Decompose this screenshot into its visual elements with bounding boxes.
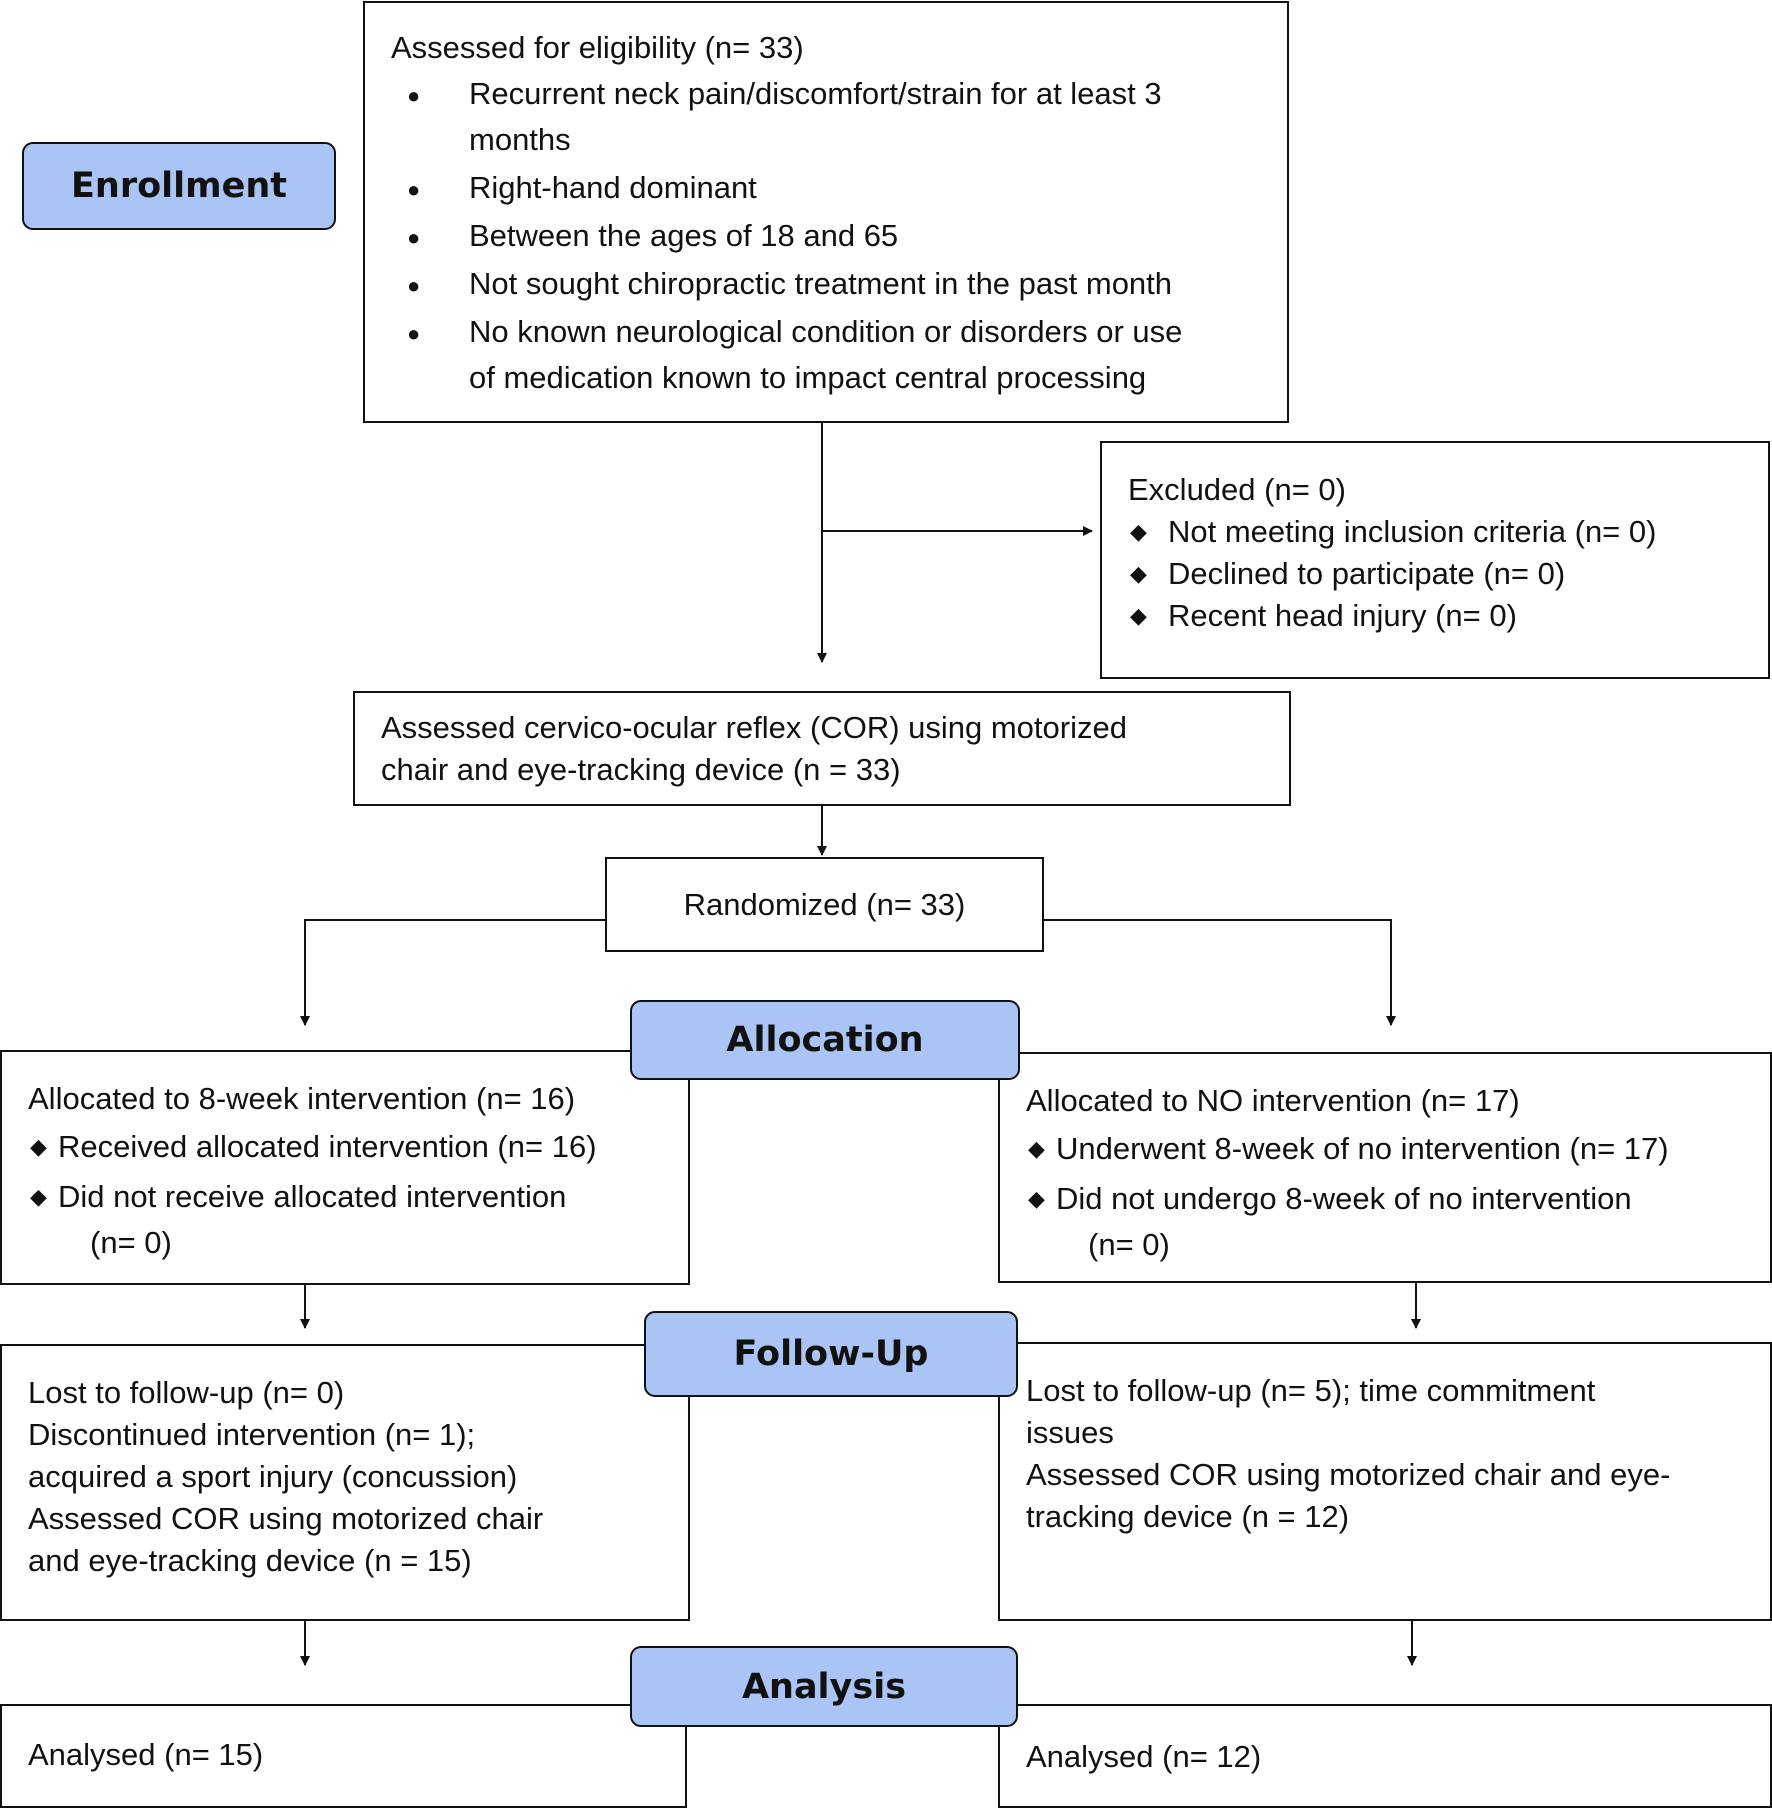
allocation-left-title: Allocated to 8-week intervention (n= 16) bbox=[28, 1081, 576, 1116]
bullet-dot: ● bbox=[407, 225, 421, 250]
followup-left-line: and eye-tracking device (n = 15) bbox=[28, 1543, 472, 1578]
randomized-box: Randomized (n= 33) bbox=[605, 857, 1044, 952]
analysis-left-box: Analysed (n= 15) bbox=[0, 1704, 687, 1808]
phase-label-followup: Follow-Up bbox=[644, 1311, 1018, 1397]
bullet-dot: ● bbox=[407, 273, 421, 298]
criterion-item: Recurrent neck pain/discomfort/strain fo… bbox=[469, 76, 1162, 111]
followup-right-line: tracking device (n = 12) bbox=[1026, 1499, 1350, 1534]
allocation-left-box: Allocated to 8-week intervention (n= 16)… bbox=[0, 1050, 690, 1285]
followup-right-line: Assessed COR using motorized chair and e… bbox=[1026, 1457, 1671, 1492]
followup-right-line: issues bbox=[1026, 1415, 1114, 1450]
analysis-left-label: Analysed (n= 15) bbox=[28, 1737, 264, 1772]
baseline-line: Assessed cervico-ocular reflex (COR) usi… bbox=[381, 710, 1127, 745]
allocation-right-box: Allocated to NO intervention (n= 17) ◆ U… bbox=[998, 1052, 1772, 1283]
criterion-item: No known neurological condition or disor… bbox=[469, 314, 1183, 349]
bullet-dot: ● bbox=[407, 321, 421, 346]
analysis-right-label: Analysed (n= 12) bbox=[1026, 1739, 1262, 1774]
allocation-right-item: Underwent 8-week of no intervention (n= … bbox=[1056, 1131, 1669, 1166]
followup-left-line: Assessed COR using motorized chair bbox=[28, 1501, 544, 1536]
eligibility-box: Assessed for eligibility (n= 33) ● Recur… bbox=[363, 1, 1289, 423]
diamond-bullet-icon: ◆ bbox=[1130, 519, 1147, 544]
baseline-line: chair and eye-tracking device (n = 33) bbox=[381, 752, 901, 787]
randomized-label: Randomized (n= 33) bbox=[683, 887, 966, 922]
diamond-bullet-icon: ◆ bbox=[1028, 1186, 1045, 1211]
followup-left-line: Lost to follow-up (n= 0) bbox=[28, 1375, 345, 1410]
eligibility-title: Assessed for eligibility (n= 33) bbox=[391, 30, 804, 65]
criterion-item: Between the ages of 18 and 65 bbox=[469, 218, 899, 253]
diamond-bullet-icon: ◆ bbox=[30, 1134, 47, 1159]
excluded-item: Not meeting inclusion criteria (n= 0) bbox=[1168, 514, 1657, 549]
followup-left-line: acquired a sport injury (concussion) bbox=[28, 1459, 518, 1494]
diamond-bullet-icon: ◆ bbox=[1028, 1136, 1045, 1161]
arrow-randomized-to-left bbox=[300, 919, 606, 1026]
excluded-title: Excluded (n= 0) bbox=[1128, 472, 1346, 507]
bullet-dot: ● bbox=[407, 177, 421, 202]
diamond-bullet-icon: ◆ bbox=[30, 1184, 47, 1209]
criterion-item: Right-hand dominant bbox=[469, 170, 757, 205]
phase-label-allocation: Allocation bbox=[630, 1000, 1020, 1080]
baseline-assessment-box: Assessed cervico-ocular reflex (COR) usi… bbox=[353, 691, 1291, 806]
criterion-item: months bbox=[469, 122, 571, 157]
followup-right-line: Lost to follow-up (n= 5); time commitmen… bbox=[1026, 1373, 1596, 1408]
allocation-right-title: Allocated to NO intervention (n= 17) bbox=[1026, 1083, 1520, 1118]
arrow-randomized-to-right bbox=[1043, 919, 1396, 1026]
followup-left-line: Discontinued intervention (n= 1); bbox=[28, 1417, 476, 1452]
allocation-right-item: Did not undergo 8-week of no interventio… bbox=[1056, 1181, 1632, 1216]
excluded-box: Excluded (n= 0) ◆ Not meeting inclusion … bbox=[1100, 441, 1770, 679]
analysis-right-box: Analysed (n= 12) bbox=[998, 1704, 1772, 1808]
followup-left-box: Lost to follow-up (n= 0) Discontinued in… bbox=[0, 1344, 690, 1621]
phase-label-analysis: Analysis bbox=[630, 1646, 1018, 1727]
allocation-right-item: (n= 0) bbox=[1088, 1227, 1170, 1262]
bullet-dot: ● bbox=[407, 83, 421, 108]
excluded-item: Declined to participate (n= 0) bbox=[1168, 556, 1566, 591]
allocation-left-item: Received allocated intervention (n= 16) bbox=[58, 1129, 597, 1164]
diamond-bullet-icon: ◆ bbox=[1130, 603, 1147, 628]
diamond-bullet-icon: ◆ bbox=[1130, 561, 1147, 586]
criterion-item: of medication known to impact central pr… bbox=[469, 360, 1147, 395]
followup-right-box: Lost to follow-up (n= 5); time commitmen… bbox=[998, 1342, 1772, 1621]
criterion-item: Not sought chiropractic treatment in the… bbox=[469, 266, 1173, 301]
excluded-item: Recent head injury (n= 0) bbox=[1168, 598, 1517, 633]
phase-label-enrollment: Enrollment bbox=[22, 142, 336, 230]
allocation-left-item: Did not receive allocated intervention bbox=[58, 1179, 567, 1214]
allocation-left-item: (n= 0) bbox=[90, 1225, 172, 1260]
